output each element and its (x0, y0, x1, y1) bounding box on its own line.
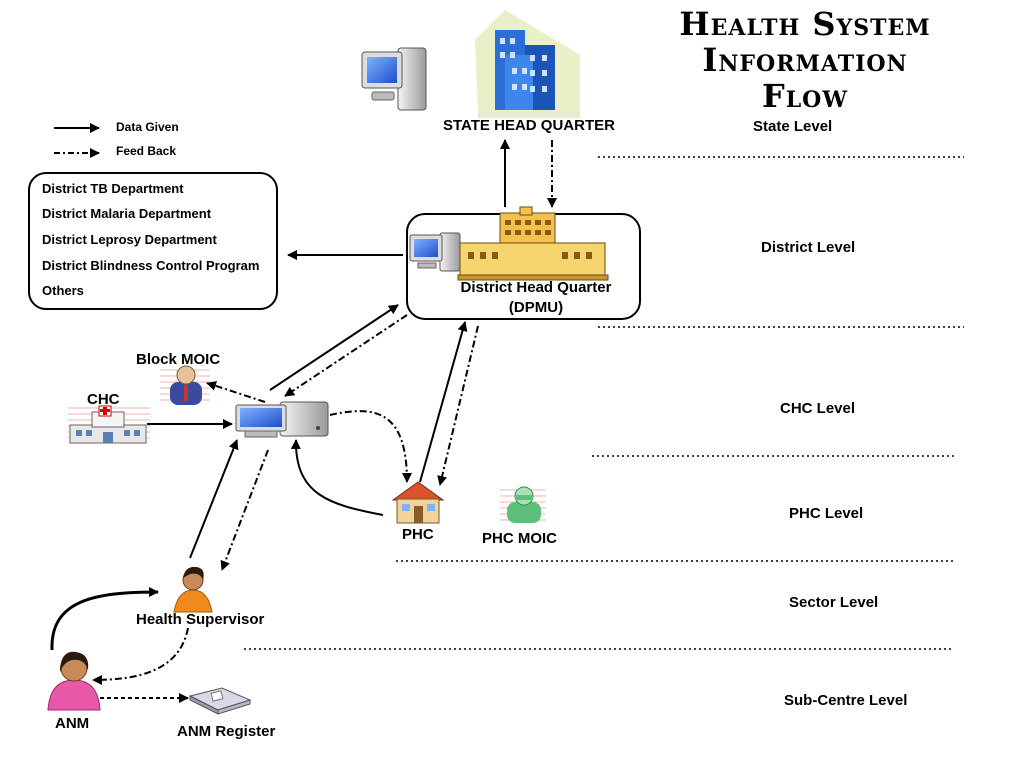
health-supervisor-label: Health Supervisor (136, 611, 265, 628)
feedback-block-to-phc (329, 410, 412, 483)
level-sector-label: Sector Level (789, 594, 879, 611)
level-chc-label: CHC Level (780, 400, 856, 417)
state-computer-icon (361, 47, 427, 111)
phc-house-icon (391, 481, 445, 524)
department-malaria: District Malaria Department (42, 206, 212, 221)
feedback-block-to-supervisor (220, 449, 269, 571)
department-blindness: District Blindness Control Program (42, 258, 260, 273)
arrow-anm-to-supervisor (50, 587, 159, 651)
district-hq-label-1: District Head Quarter (460, 279, 612, 296)
arrow-supervisor-to-block (189, 439, 239, 559)
anm-register-label: ANM Register (177, 723, 276, 740)
departments-box (28, 172, 278, 310)
block-computer-icon (235, 401, 329, 438)
arrow-phc-to-block (290, 439, 384, 516)
district-computer-icon (409, 232, 461, 272)
district-hq-building-icon (457, 206, 609, 281)
feedback-district-to-phc (437, 325, 479, 486)
anm-register-book-icon (188, 687, 252, 715)
arrow-phc-to-district (419, 321, 468, 483)
phc-moic-avatar (500, 486, 546, 523)
feedback-arrows (92, 140, 557, 703)
title-line-3: Flow (761, 77, 849, 115)
state-hq-building-icon (475, 10, 580, 118)
block-moic-avatar (160, 365, 210, 405)
feedback-block-to-moic (206, 381, 266, 403)
anm-avatar (47, 651, 101, 711)
state-hq-label: STATE HEAD QUARTER (443, 117, 615, 134)
department-tb: District TB Department (42, 181, 184, 196)
district-hq-label-2: (DPMU) (508, 299, 564, 316)
title-line-2: Information (702, 41, 908, 79)
level-phc-label: PHC Level (789, 505, 864, 522)
chc-hospital-icon (68, 405, 150, 444)
anm-label: ANM (55, 715, 90, 732)
legend-data-given-label: Data Given (116, 120, 179, 134)
arrow-block-to-district (269, 304, 399, 391)
department-leprosy: District Leprosy Department (42, 232, 217, 247)
legend (54, 123, 100, 158)
level-subcentre-label: Sub-Centre Level (784, 692, 908, 709)
level-separators (244, 156, 964, 650)
health-supervisor-avatar (173, 566, 213, 613)
feedback-supervisor-to-anm (92, 627, 189, 685)
level-state-label: State Level (753, 118, 833, 135)
level-district-label: District Level (761, 239, 856, 256)
feedback-district-to-block (284, 314, 408, 397)
chc-label: CHC (87, 391, 120, 408)
department-others: Others (42, 283, 84, 298)
diagram-title: Health System Information Flow (640, 6, 970, 114)
phc-label: PHC (402, 526, 434, 543)
block-moic-label: Block MOIC (136, 351, 221, 368)
phc-moic-label: PHC MOIC (482, 530, 557, 547)
data-given-arrows (50, 139, 510, 651)
title-line-1: Health System (679, 5, 931, 43)
legend-feed-back-label: Feed Back (116, 144, 177, 158)
